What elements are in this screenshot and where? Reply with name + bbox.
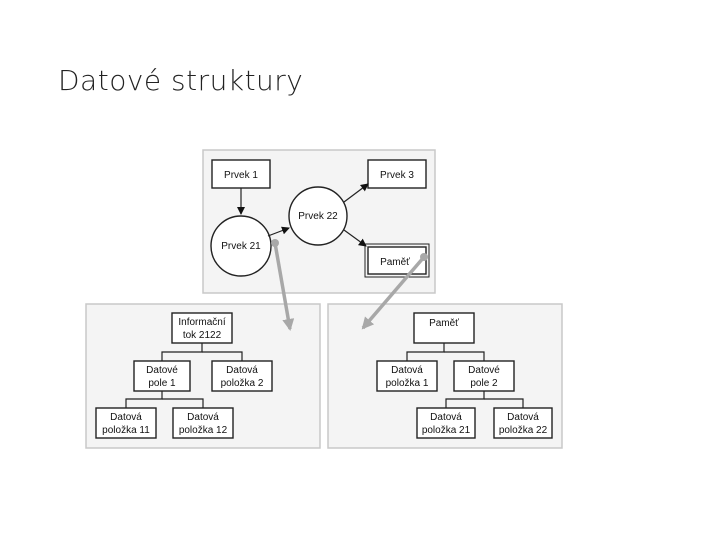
left-polozka2-box [211, 360, 273, 392]
right-polozka21-line2: položka 21 [422, 425, 471, 436]
left-polozka2-line1: Datová [226, 365, 258, 376]
connector-arrow-to-left-tree [273, 242, 295, 331]
right-pole2-line1: Datové [468, 365, 500, 376]
right-polozka1-line2: položka 1 [386, 378, 429, 389]
right-polozka21-line1: Datová [430, 412, 462, 423]
node-prvek-3-label: Prvek 3 [380, 170, 414, 181]
left-root-line1: Informační [178, 317, 225, 328]
right-polozka1-line1: Datová [391, 365, 423, 376]
left-edge-root-pole1 [161, 343, 203, 361]
node-pamet-outer [364, 243, 430, 278]
right-pole2-box [453, 360, 515, 392]
connector-arrow-to-right-tree [361, 255, 426, 330]
left-polozka11-line1: Datová [110, 412, 142, 423]
slide-title: Datové struktury [58, 64, 304, 97]
left-polozka12-box [172, 407, 234, 439]
node-prvek-1 [211, 159, 271, 189]
left-root-box [171, 312, 233, 344]
left-pole1-line2: pole 1 [148, 378, 176, 389]
left-polozka11-line2: položka 11 [102, 425, 150, 436]
node-pamet-label: Paměť [380, 257, 410, 268]
node-pamet [367, 246, 427, 275]
left-polozka12-line1: Datová [187, 412, 219, 423]
edge-prvek21-prvek22 [267, 226, 290, 237]
right-polozka1-box [376, 360, 438, 392]
right-polozka22-box [493, 407, 553, 439]
left-edge-root-polozka2 [202, 351, 243, 361]
node-prvek-21 [210, 215, 272, 277]
node-prvek-1-label: Prvek 1 [224, 170, 258, 181]
right-pole2-line2: pole 2 [470, 378, 498, 389]
right-polozka22-line1: Datová [507, 412, 539, 423]
edge-prvek22-prvek3 [343, 183, 369, 203]
left-edge-pole1-polozka11 [125, 391, 163, 408]
right-polozka22-line2: položka 22 [499, 425, 548, 436]
left-polozka11-box [95, 407, 157, 439]
left-pole1-line1: Datové [146, 365, 178, 376]
left-root-line2: tok 2122 [183, 330, 222, 341]
node-prvek-22-label: Prvek 22 [298, 211, 338, 222]
right-edge-root-polozka1 [406, 343, 445, 361]
left-polozka2-line2: položka 2 [221, 378, 264, 389]
right-edge-pole2-polozka21 [445, 391, 485, 408]
right-edge-pole2-polozka22 [484, 398, 524, 408]
left-polozka12-line2: položka 12 [179, 425, 228, 436]
node-prvek-21-label: Prvek 21 [221, 241, 261, 252]
left-edge-pole1-polozka12 [162, 398, 204, 408]
node-prvek-22 [288, 186, 348, 246]
right-edge-root-pole2 [444, 351, 485, 361]
edge-prvek22-pamet [343, 229, 367, 247]
node-prvek-3 [367, 159, 427, 189]
right-root-label: Paměť [429, 318, 459, 329]
right-polozka21-box [416, 407, 476, 439]
